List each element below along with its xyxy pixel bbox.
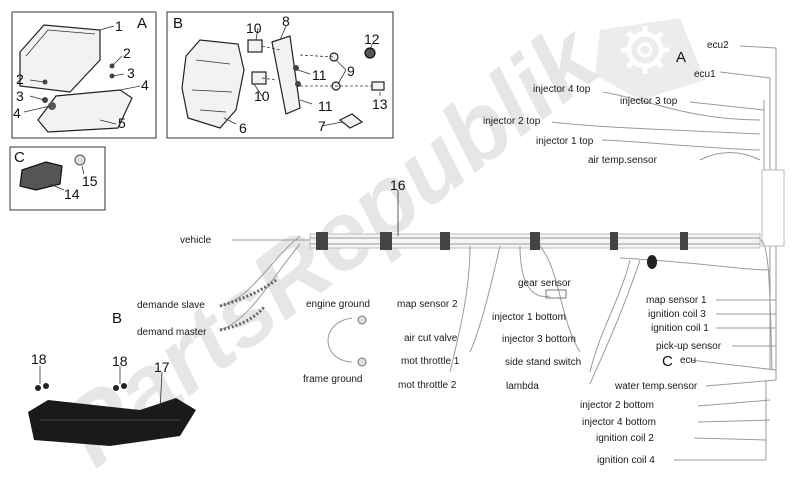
part-number-6: 6 [239,120,247,136]
part-number-3: 3 [127,65,135,81]
part-number-16: 16 [390,177,406,193]
label-injector-1-bottom: injector 1 bottom [492,312,566,323]
connector-letter-c: C [662,353,673,370]
label-ignition-coil-3: ignition coil 3 [648,309,706,320]
label-injector-4-bottom: injector 4 bottom [582,417,656,428]
part-number-10: 10 [246,20,262,36]
part-number-13: 13 [372,96,388,112]
label-mot-throttle-2: mot throttle 2 [398,380,457,391]
label-injector-2-bottom: injector 2 bottom [580,400,654,411]
label-map-sensor-2: map sensor 2 [397,299,458,310]
label-engine-ground: engine ground [306,299,370,310]
label-injector-3-bottom: injector 3 bottom [502,334,576,345]
label-injector-2-top: injector 2 top [483,116,541,127]
part-number-5: 5 [118,115,126,131]
box-c-sensor: C 14 15 [9,146,106,211]
connector-letter-b: B [112,310,122,327]
label-demande-slave: demande slave [137,300,205,311]
label-ecu2: ecu2 [707,40,729,51]
box-a-ecu: A 1 2 3 4 5 2 3 4 [11,11,157,139]
part-number-8: 8 [282,13,290,29]
label-vehicle: vehicle [180,235,212,246]
label-ignition-coil-4: ignition coil 4 [597,455,655,466]
label-map-sensor-1: map sensor 1 [646,295,707,306]
gear-icon [621,26,669,74]
part-number-4: 4 [141,77,149,93]
part-number-12: 12 [364,31,380,47]
label-ignition-coil-2: ignition coil 2 [596,433,654,444]
label-air-temp-sensor: air temp.sensor [588,155,658,166]
part-number-2: 2 [123,45,131,61]
label-pick-up-sensor: pick-up sensor [656,341,722,352]
part-number-17: 17 [154,359,170,375]
label-injector-4-top: injector 4 top [533,84,591,95]
label-demand-master: demand master [137,327,207,338]
wiring-harness: 16 [219,45,785,461]
part-number-14: 14 [64,186,80,202]
connector-letter-a: A [676,49,686,66]
part-number-18: 18 [31,351,47,367]
section-letter-c: C [14,149,25,166]
seat-assembly: 18 18 17 [28,351,196,446]
label-water-temp-sensor: water temp.sensor [614,381,698,392]
label-frame-ground: frame ground [303,374,362,385]
part-number-9: 9 [347,63,355,79]
label-air-cut-valve: air cut valve [404,333,458,344]
label-ecu: ecu [680,355,696,366]
label-ignition-coil-1: ignition coil 1 [651,323,709,334]
label-mot-throttle-1: mot throttle 1 [401,356,460,367]
part-number-4: 4 [13,105,21,121]
section-letter-b: B [173,15,183,32]
part-number-7: 7 [318,118,326,134]
label-injector-3-top: injector 3 top [620,96,678,107]
part-number-18: 18 [112,353,128,369]
label-ecu1: ecu1 [694,69,716,80]
section-letter-a: A [137,15,147,32]
part-number-3: 3 [16,88,24,104]
part-number-11: 11 [312,67,327,83]
label-gear-sensor: gear sensor [518,278,571,289]
part-number-10: 10 [254,88,270,104]
label-injector-1-top: injector 1 top [536,136,594,147]
part-number-11: 11 [318,98,333,114]
part-number-1: 1 [115,18,123,34]
box-b-throttle-body: B 10 8 12 9 11 10 11 13 7 6 [166,11,394,139]
part-number-15: 15 [82,173,98,189]
watermark-logo [595,18,705,100]
part-number-2: 2 [16,71,24,87]
label-side-stand-switch: side stand switch [505,357,581,368]
label-lambda: lambda [506,381,539,392]
